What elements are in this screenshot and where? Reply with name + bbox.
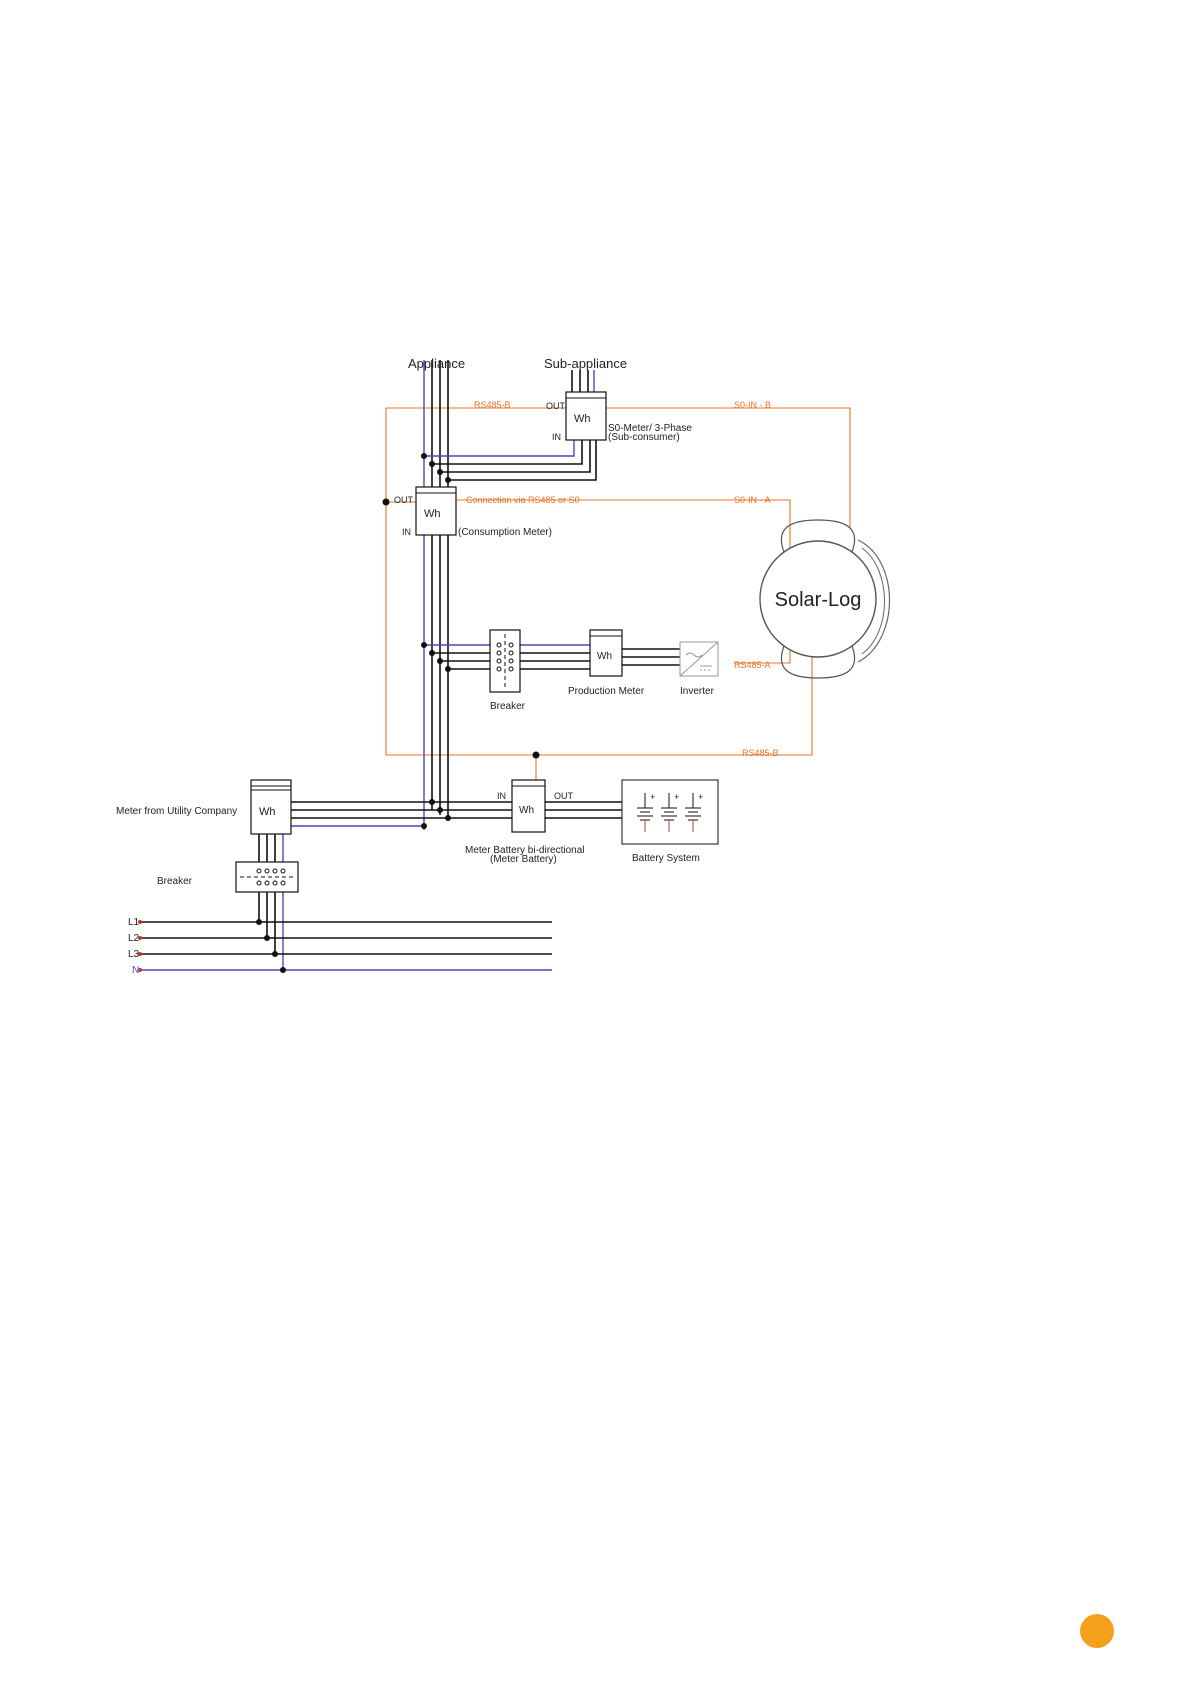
l1-label: L1: [128, 917, 140, 928]
grid-breaker: [235, 861, 299, 893]
s0-meter-wh-label: Wh: [574, 413, 591, 425]
svg-text:+: +: [698, 792, 703, 802]
production-branch: [421, 642, 680, 672]
svg-text:+: +: [650, 792, 655, 802]
appliance-label: Appliance: [408, 356, 465, 371]
meter-battery-label-2: (Meter Battery): [490, 854, 557, 865]
inverter-icon: [679, 641, 719, 677]
consumption-in-label: IN: [402, 527, 411, 537]
battery-system-label: Battery System: [632, 853, 700, 864]
communication-bus: [385, 407, 851, 780]
battery-icon: [637, 793, 701, 832]
meter-battery-wh-label: Wh: [519, 805, 534, 816]
rs485-a-label: RS485-A: [734, 660, 771, 670]
rs485-b-bottom-label: RS485-B: [742, 748, 779, 758]
meter-battery: Wh: [511, 779, 546, 833]
battery-meter-out-label: OUT: [554, 791, 574, 801]
battery-meter-in-label: IN: [497, 791, 506, 801]
battery-system: + + +: [621, 779, 719, 845]
n-label: N: [132, 965, 139, 976]
consumption-out-label: OUT: [394, 495, 414, 505]
s0-in-b-label: S0-IN - B: [734, 400, 771, 410]
inverter-label: Inverter: [680, 686, 715, 697]
l2-label: L2: [128, 933, 140, 944]
s0-meter-label: S0-Meter/ 3-Phase: [608, 423, 692, 434]
s0-meter-sub-consumer: Wh: [565, 391, 607, 441]
consumption-meter-label: (Consumption Meter): [458, 527, 552, 538]
solar-log-title: Solar-Log: [775, 589, 862, 611]
sub-meter-out-label: OUT: [546, 401, 566, 411]
sub-appliance-label: Sub-appliance: [544, 356, 627, 371]
connection-label: Connection via RS485 or S0: [466, 495, 580, 505]
production-breaker: [489, 629, 521, 693]
meter-battery-label-1: Meter Battery bi-directional: [465, 845, 585, 856]
utility-meter-wh-label: Wh: [259, 806, 276, 818]
production-meter: Wh: [589, 629, 623, 677]
main-trunk: [423, 360, 449, 830]
sub-appliance-wires: [421, 370, 597, 483]
grid-feed: [138, 834, 552, 973]
svg-text:+: +: [674, 792, 679, 802]
production-meter-label: Production Meter: [568, 686, 645, 697]
consumption-meter-wh-label: Wh: [424, 508, 441, 520]
breaker-grid-label: Breaker: [157, 876, 193, 887]
production-meter-wh-label: Wh: [597, 651, 612, 662]
utility-battery-branch: [290, 498, 622, 829]
rs485-b-top-label: RS485-B: [474, 400, 511, 410]
page-marker: [1080, 1614, 1114, 1648]
l3-label: L3: [128, 949, 140, 960]
sub-consumer-label: (Sub-consumer): [608, 432, 680, 443]
consumption-meter: Wh: [415, 486, 457, 536]
breaker-production-label: Breaker: [490, 701, 526, 712]
sub-meter-in-label: IN: [552, 432, 561, 442]
utility-meter-label: Meter from Utility Company: [116, 806, 237, 817]
s0-in-a-label: S0-IN - A: [734, 495, 771, 505]
solar-log-device: Solar-Log: [759, 519, 891, 679]
utility-meter: Wh: [250, 779, 292, 835]
